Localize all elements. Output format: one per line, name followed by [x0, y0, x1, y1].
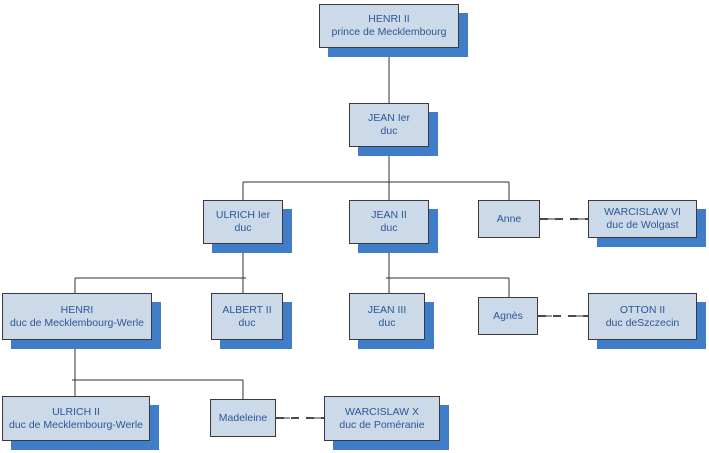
- node-label-primary: JEAN III: [367, 303, 407, 316]
- node-label-secondary: duc: [380, 125, 398, 137]
- node-label-primary: ALBERT II: [222, 303, 272, 316]
- node-label-primary: ULRICH II: [52, 405, 100, 418]
- node-label-secondary: duc deSzczecin: [605, 316, 680, 329]
- node-label-primary: WARCISLAW VI: [604, 206, 681, 218]
- node-label-primary: JEAN Ier: [367, 112, 410, 124]
- node-label-secondary: duc de Mecklembourg-Werle: [9, 316, 145, 329]
- node-label-primary: ULRICH Ier: [215, 209, 271, 221]
- node-label-secondary: duc: [238, 316, 256, 329]
- node-label-primary: OTTON II: [619, 303, 666, 316]
- node-label-secondary: duc: [380, 222, 398, 234]
- node-label-primary: HENRI II: [368, 13, 410, 25]
- node-label-primary: Anne: [496, 212, 522, 225]
- node-label-primary: Madeleine: [218, 411, 268, 424]
- node-label-secondary: duc: [378, 316, 396, 329]
- node-anne[interactable]: Anne: [478, 200, 540, 238]
- node-label-primary: JEAN II: [371, 209, 407, 221]
- node-madeleine[interactable]: Madeleine: [210, 399, 276, 437]
- node-label-primary: Agnès: [493, 309, 523, 322]
- node-label-secondary: duc de Wolgast: [606, 219, 679, 231]
- node-label-secondary: duc: [234, 222, 252, 234]
- node-label-primary: HENRI: [60, 303, 94, 316]
- node-agnes[interactable]: Agnès: [478, 297, 538, 335]
- node-label-primary: WARCISLAW X: [345, 405, 419, 418]
- node-label-secondary: duc de Poméranie: [339, 418, 425, 431]
- node-label-secondary: prince de Mecklembourg: [331, 26, 447, 38]
- node-label-secondary: duc de Mecklembourg-Werle: [8, 418, 144, 431]
